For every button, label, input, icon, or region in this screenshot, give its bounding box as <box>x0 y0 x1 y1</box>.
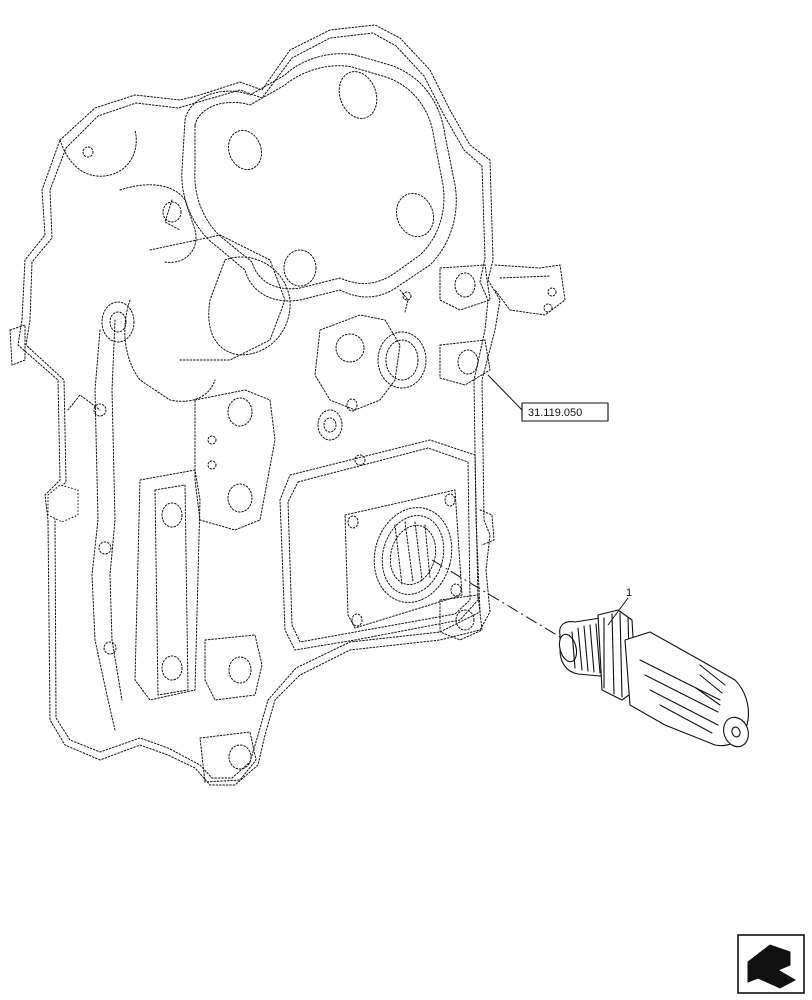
item-leader-line <box>607 597 629 626</box>
reference-box <box>521 402 609 422</box>
item-callout: 1 <box>607 587 632 626</box>
reference-label[interactable]: 31.119.050 <box>528 407 582 419</box>
rear-axle-housing <box>9 24 566 786</box>
pto-shaft-part <box>558 609 749 748</box>
reference-leader-line <box>487 374 523 411</box>
item-number-label: 1 <box>626 587 632 599</box>
reference-callout[interactable]: 31.119.050 <box>487 374 609 422</box>
shaft-centerline <box>431 559 561 638</box>
next-page-arrow-icon[interactable] <box>737 934 805 994</box>
